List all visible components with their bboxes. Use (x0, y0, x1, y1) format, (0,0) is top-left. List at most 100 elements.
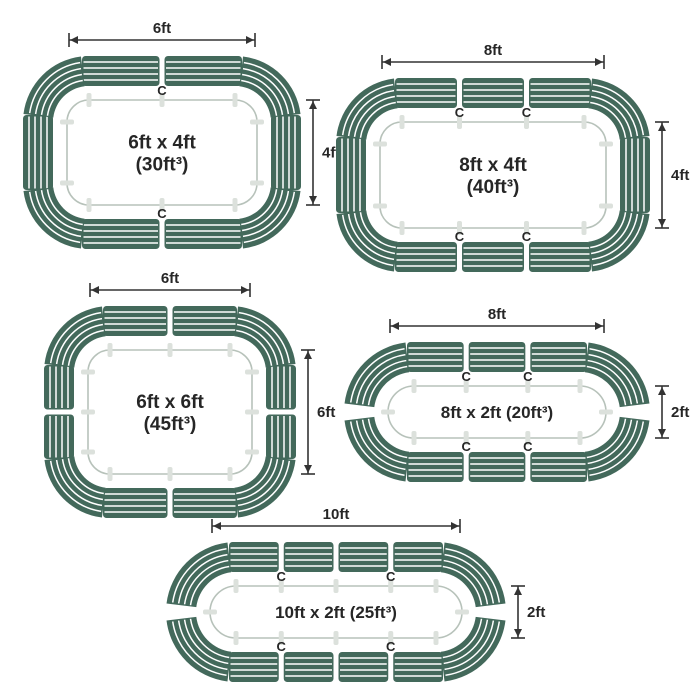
connector-tick (167, 343, 173, 357)
width-dimension: 6ft (89, 270, 251, 297)
connector-tick (373, 141, 387, 147)
connector-tick (581, 221, 587, 235)
width-dimension-label: 6ft (153, 20, 171, 37)
connector-tick (524, 115, 529, 129)
height-dimension-label: 2ft (527, 604, 545, 621)
height-dimension-label: 4ft (322, 145, 340, 162)
connector-tick (60, 180, 74, 186)
connector-tick (107, 467, 113, 481)
bed-size-label: (30ft³) (136, 155, 189, 176)
connector-tick (524, 221, 529, 235)
connector-tick (250, 180, 264, 186)
straight-panel (468, 342, 526, 372)
connector-tick (86, 93, 92, 107)
connector-tick (577, 431, 583, 445)
bed-size-label: 10ft x 2ft (25ft³) (275, 603, 397, 622)
connector-tick (227, 467, 233, 481)
connector-label: C (461, 439, 471, 454)
connector-tick (381, 409, 395, 415)
bed-size-label: 6ft x 6ft (136, 392, 204, 413)
height-dimension-label: 6ft (317, 404, 335, 421)
width-dimension: 8ft (381, 42, 605, 69)
straight-panel (23, 115, 53, 190)
width-dimension-label: 8ft (488, 306, 506, 323)
connector-tick (250, 119, 264, 125)
straight-panel (266, 365, 296, 410)
connector-tick (433, 631, 439, 645)
straight-panel (530, 342, 587, 372)
connector-tick (525, 431, 531, 445)
height-dimension-label: 2ft (671, 404, 689, 421)
straight-panel (393, 542, 443, 572)
bed-size-label: (40ft³) (467, 177, 520, 198)
straight-panel (462, 242, 524, 272)
connector-tick (167, 467, 173, 481)
connector-label: C (461, 369, 471, 384)
connector-label: C (455, 105, 465, 120)
connector-tick (86, 198, 92, 212)
straight-panel (529, 242, 591, 272)
straight-panel (44, 414, 74, 459)
connector-tick (245, 409, 259, 415)
connector-tick (81, 369, 95, 375)
connector-label: C (455, 229, 465, 244)
straight-panel (103, 306, 168, 336)
straight-panel (338, 652, 389, 682)
straight-panel (103, 488, 168, 518)
straight-panel (529, 78, 591, 108)
straight-panel (164, 56, 242, 86)
connector-tick (227, 343, 233, 357)
corner-panel (440, 616, 506, 682)
straight-panel (468, 452, 526, 482)
corner-panel (344, 342, 410, 408)
connector-tick (463, 379, 469, 393)
straight-panel (172, 488, 237, 518)
straight-panel (338, 542, 389, 572)
straight-panel (82, 56, 160, 86)
connector-label: C (522, 105, 532, 120)
connector-tick (60, 119, 74, 125)
connector-label: C (157, 83, 167, 98)
connector-tick (457, 115, 462, 129)
connector-tick (599, 409, 613, 415)
straight-panel (82, 219, 160, 249)
corner-panel (239, 187, 301, 249)
height-dimension-label: 4ft (671, 167, 689, 184)
connector-tick (388, 631, 394, 645)
connector-tick (581, 115, 587, 129)
straight-panel (395, 78, 457, 108)
corner-panel (239, 56, 301, 118)
straight-panel (620, 137, 650, 213)
connector-tick (159, 93, 165, 107)
straight-panel (229, 652, 279, 682)
connector-tick (233, 579, 239, 593)
connector-tick (373, 203, 387, 209)
corner-panel (166, 616, 232, 682)
connector-label: C (386, 639, 396, 654)
connector-label: C (277, 569, 287, 584)
straight-panel (336, 137, 366, 213)
connector-tick (411, 379, 417, 393)
width-dimension: 10ft (211, 506, 461, 533)
connector-tick (232, 93, 238, 107)
width-dimension-label: 10ft (323, 506, 350, 523)
connector-tick (81, 409, 95, 415)
corner-panel (166, 542, 232, 608)
width-dimension: 8ft (389, 306, 605, 333)
corner-panel (23, 56, 85, 118)
corner-panel (584, 416, 650, 482)
corner-panel (588, 210, 650, 272)
connector-tick (399, 221, 405, 235)
straight-panel (283, 542, 334, 572)
straight-panel (407, 452, 464, 482)
connector-label: C (157, 206, 167, 221)
connector-tick (333, 631, 339, 645)
connector-tick (333, 579, 339, 593)
bed-size-label: 8ft x 2ft (20ft³) (441, 403, 553, 422)
connector-tick (433, 579, 439, 593)
straight-panel (462, 78, 524, 108)
